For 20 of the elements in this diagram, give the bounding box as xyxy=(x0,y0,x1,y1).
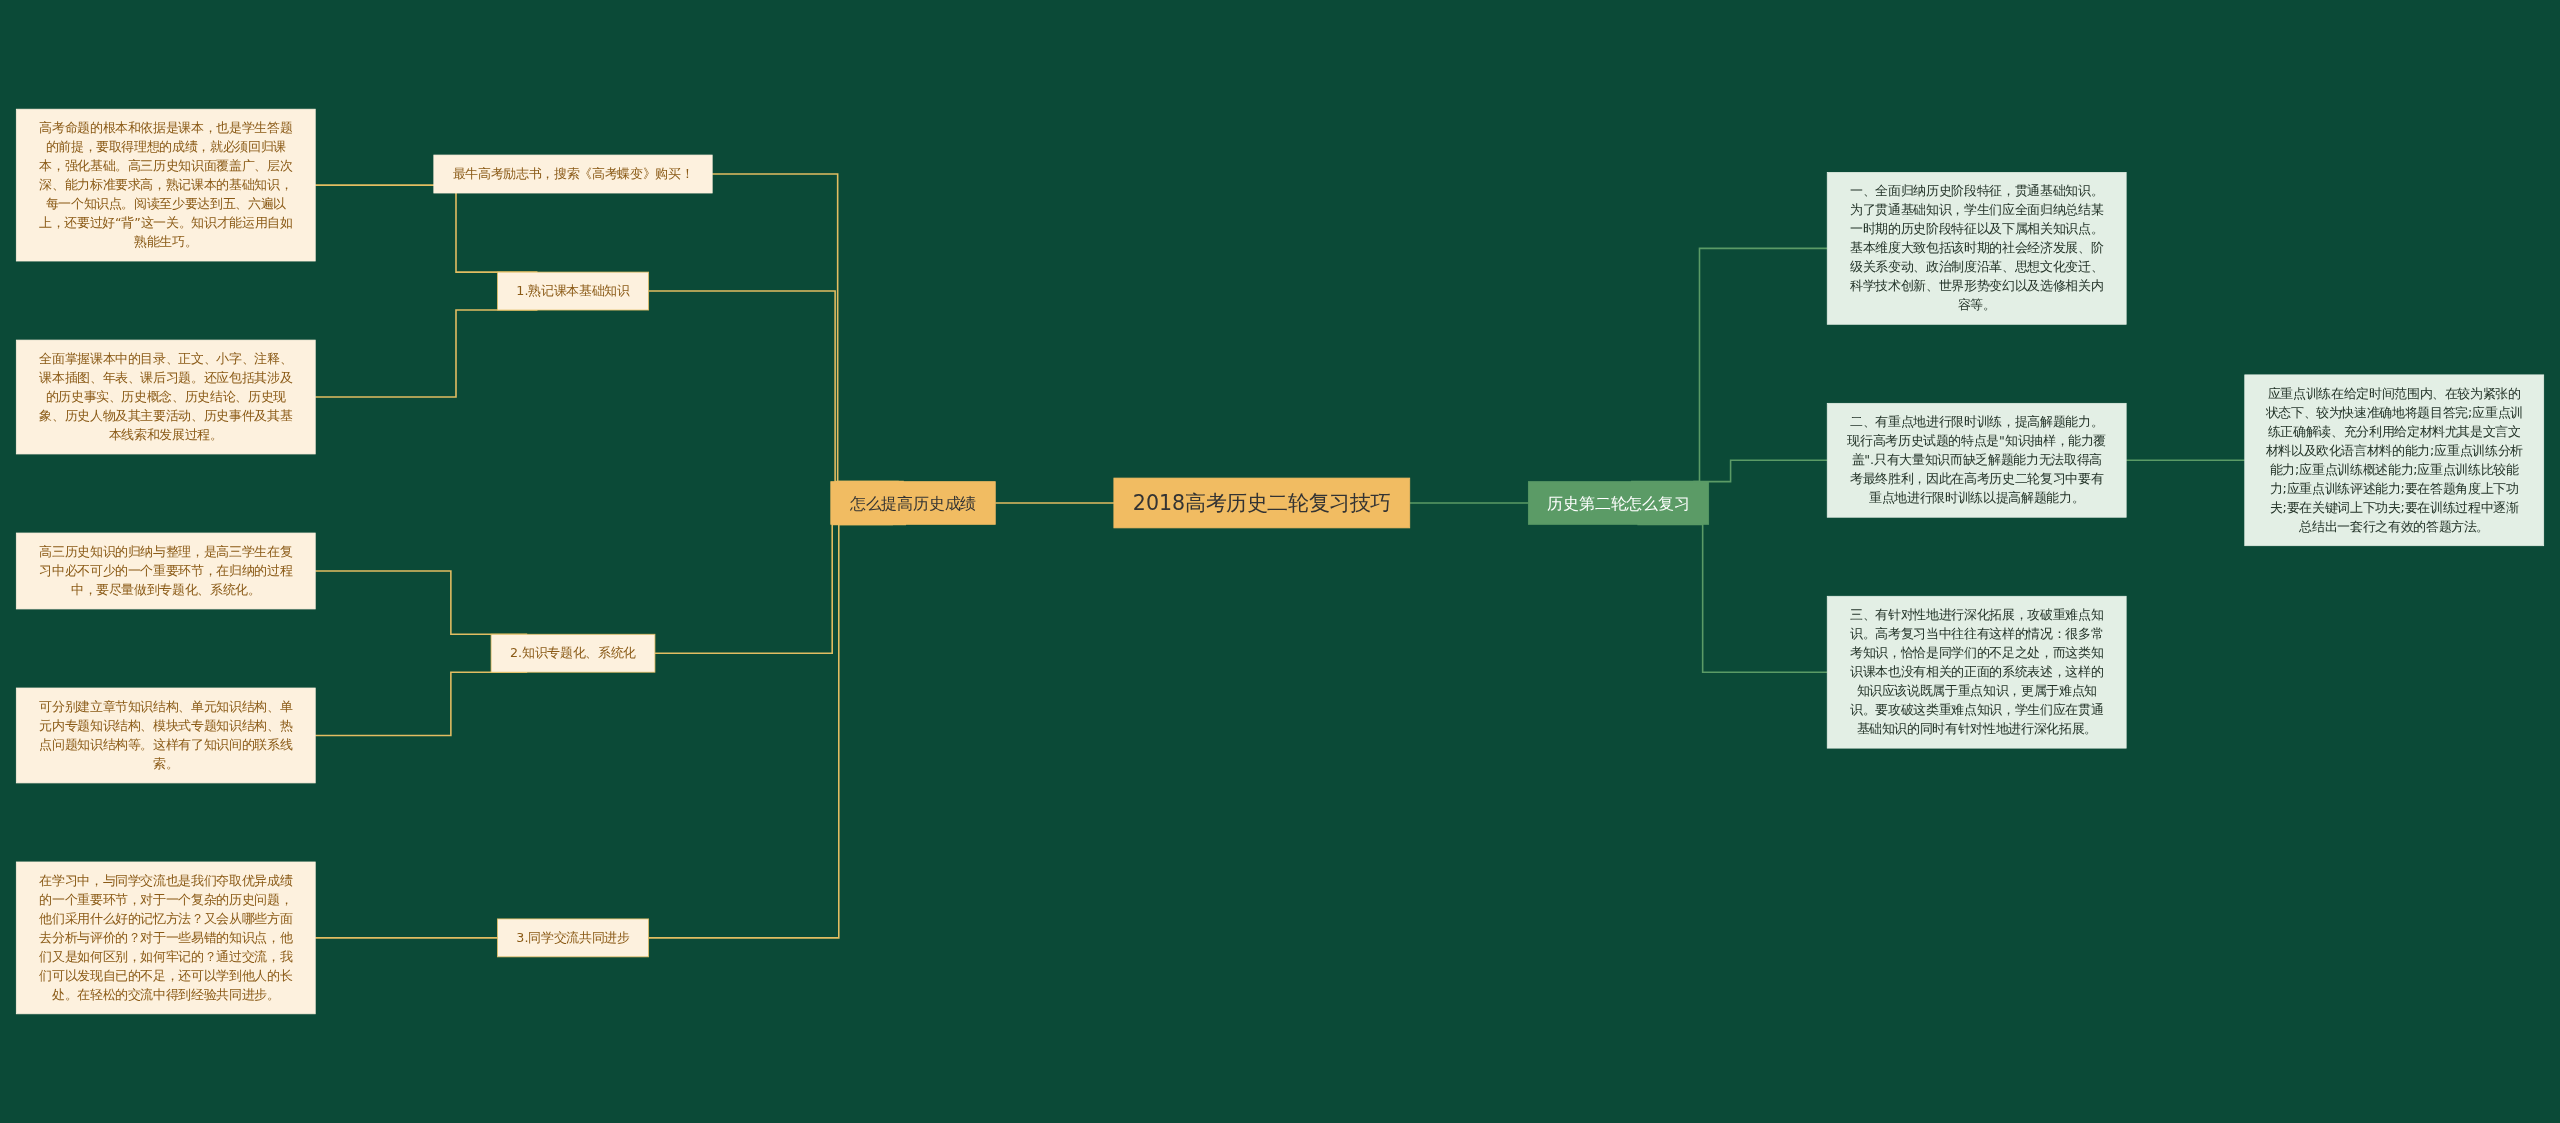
node-box: 可分别建立章节知识结构、单元知识结构、单元内专题知识结构、模块式专题知识结构、热点问题知识结构等。这样有了知识间的联系线索。 xyxy=(15,687,316,784)
node-box: 二、有重点地进行限时训练，提高解题能力。现行高考历史试题的特点是"知识抽样，能力覆盖".只有大量知识而缺乏解题能力无法取得高考最终胜利，因此在高考历史二轮复习中要有重点地进行限时训练以提高解题能力。 xyxy=(1826,402,2127,518)
connector xyxy=(1408,502,1530,504)
node-box: 怎么提高历史成绩 xyxy=(830,481,996,525)
node-box: 2.知识专题化、系统化 xyxy=(490,633,656,673)
node-box: 全面掌握课本中的目录、正文、小字、注释、课本插图、年表、课后习题。还应包括其涉及的历史事实、历史概念、历史结论、历史现象、历史人物及其主要活动、历史事件及其基本线索和发展过程。 xyxy=(15,339,316,455)
connector xyxy=(2125,459,2246,462)
connector xyxy=(314,937,499,939)
node-box: 1.熟记课本基础知识 xyxy=(497,271,650,311)
node-box: 最牛高考励志书，搜索《高考蝶变》购买！ xyxy=(433,154,713,194)
connector xyxy=(994,502,1115,504)
node-box: 应重点训练在给定时间范围内、在较为紧张的状态下、较为快速准确地将题目答完;应重点训练正确解读、充分利用给定材料尤其是文言文材料以及欧化语言材料的能力;应重点训练分析能力;应重点训练概述能力;应重点训练比较能力;应重点训练评述能力;要在答题角度上下功夫;要在关键词上下功夫;要在训练过程中逐渐总结出一套行之有效的答题方法。 xyxy=(2244,374,2545,547)
node-box: 2018高考历史二轮复习技巧 xyxy=(1113,477,1411,529)
node-box: 高考命题的根本和依据是课本，也是学生答题的前提，要取得理想的成绩，就必须回归课本，强化基础。高三历史知识面覆盖广、层次深、能力标准要求高，熟记课本的基础知识，每一个知识点。阅读至少要达到五、六遍以上，还要过好“背”这一关。知识才能运用自如熟能生巧。 xyxy=(15,108,316,262)
node-box: 一、全面归纳历史阶段特征，贯通基础知识。为了贯通基础知识，学生们应全面归纳总结某一时期的历史阶段特征以及下属相关知识点。基本维度大致包括该时期的社会经济发展、阶级关系变动、政治制度沿革、思想文化变迁、科学技术创新、世界形势变幻以及选修相关内容等。 xyxy=(1826,172,2127,325)
node-box: 三、有针对性地进行深化拓展，攻破重难点知识。高考复习当中往往有这样的情况：很多常考知识，恰恰是同学们的不足之处，而这类知识课本也没有相关的正面的系统表述，这样的知识应该说既属于重点知识，更属于难点知识。要攻破这类重难点知识，学生们应在贯通基础知识的同时有针对性地进行深化拓展。 xyxy=(1826,595,2127,749)
node-box: 高三历史知识的归纳与整理，是高三学生在复习中必不可少的一个重要环节，在归纳的过程中，要尽量做到专题化、系统化。 xyxy=(15,532,316,610)
node-box: 在学习中，与同学交流也是我们夺取优异成绩的一个重要环节，对于一个复杂的历史问题，他们采用什么好的记忆方法？又会从哪些方面去分析与评价的？对于一些易错的知识点，他们又是如何区别，如何牢记的？通过交流，我们可以发现自已的不足，还可以学到他人的长处。在轻松的交流中得到经验共同进步。 xyxy=(15,861,316,1015)
node-box: 3.同学交流共同进步 xyxy=(497,918,650,958)
node-box: 历史第二轮怎么复习 xyxy=(1527,481,1710,525)
